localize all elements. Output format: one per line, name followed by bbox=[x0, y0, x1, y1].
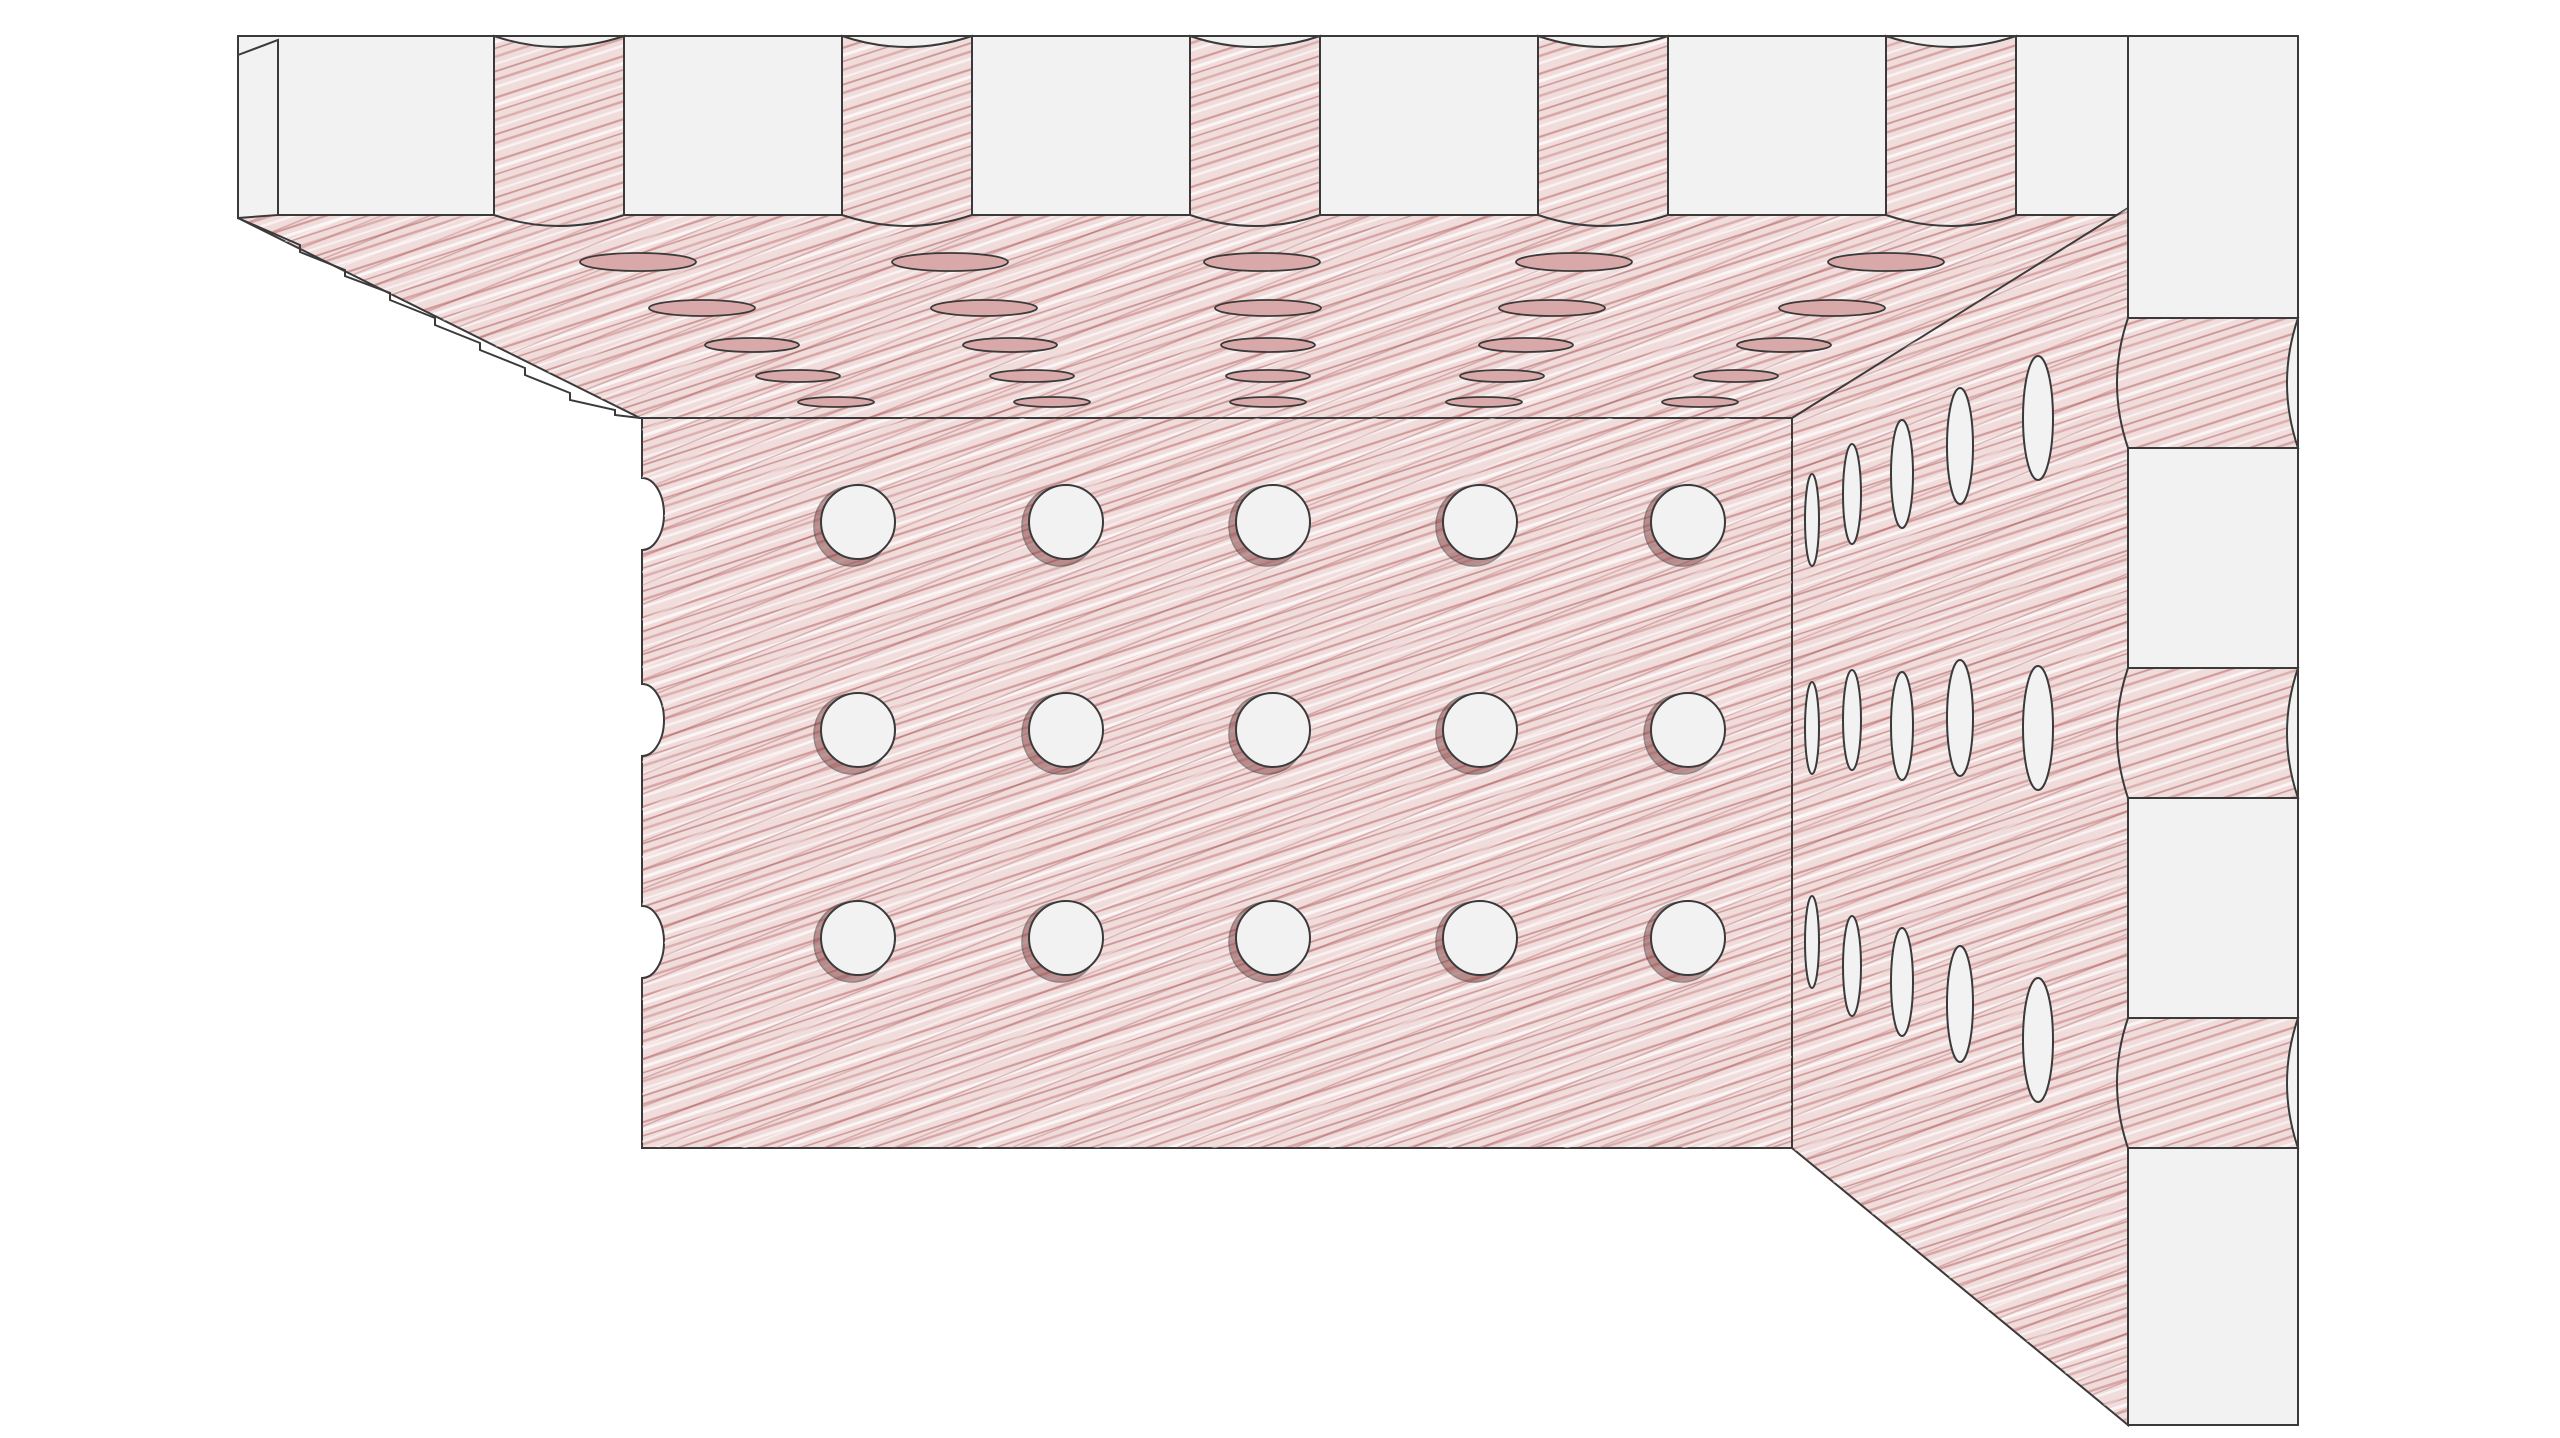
top-hole bbox=[1693, 369, 1779, 383]
top-hole bbox=[648, 299, 756, 317]
top-hole-grid bbox=[579, 252, 1945, 408]
side-hole bbox=[1842, 443, 1862, 545]
front-hole bbox=[1650, 900, 1726, 976]
front-hole bbox=[820, 484, 896, 560]
front-hole bbox=[1028, 900, 1104, 976]
right-edge-notch bbox=[2116, 667, 2300, 799]
top-hole bbox=[1220, 337, 1316, 353]
front-hole bbox=[820, 900, 896, 976]
top-hole bbox=[891, 252, 1009, 272]
side-hole-grid bbox=[1804, 355, 2054, 1103]
front-hole-grid bbox=[813, 484, 1726, 983]
top-hole bbox=[755, 369, 841, 383]
top-edge-notch bbox=[841, 34, 973, 227]
side-hole bbox=[1842, 915, 1862, 1017]
front-hole bbox=[1028, 484, 1104, 560]
side-hole bbox=[2022, 665, 2054, 791]
top-hole bbox=[930, 299, 1038, 317]
top-hole bbox=[1225, 369, 1311, 383]
top-hole bbox=[1013, 396, 1091, 408]
top-hole bbox=[1778, 299, 1886, 317]
side-hole bbox=[1804, 681, 1820, 775]
side-hole bbox=[1946, 659, 1974, 777]
top-edge-corner bbox=[237, 38, 279, 220]
front-hole bbox=[1442, 692, 1518, 768]
side-hole bbox=[1890, 927, 1914, 1037]
top-hole bbox=[797, 396, 875, 408]
front-hole bbox=[1235, 900, 1311, 976]
side-hole bbox=[1946, 387, 1974, 505]
side-hole bbox=[2022, 977, 2054, 1103]
right-edge-notch bbox=[2116, 317, 2300, 449]
front-hole bbox=[1235, 484, 1311, 560]
side-hole bbox=[1842, 669, 1862, 771]
side-hole bbox=[1890, 671, 1914, 781]
top-hole bbox=[1459, 369, 1545, 383]
top-hole bbox=[989, 369, 1075, 383]
side-hole bbox=[1804, 473, 1820, 567]
front-hole bbox=[1442, 900, 1518, 976]
top-hole bbox=[579, 252, 697, 272]
side-hole bbox=[2022, 355, 2054, 481]
side-hole bbox=[1804, 895, 1820, 989]
top-edge-notch bbox=[1537, 34, 1669, 227]
side-plate-edge bbox=[2116, 35, 2300, 1426]
side-hole bbox=[1890, 419, 1914, 529]
top-hole bbox=[1214, 299, 1322, 317]
top-hole bbox=[1827, 252, 1945, 272]
top-hole bbox=[1203, 252, 1321, 272]
top-hole bbox=[962, 337, 1058, 353]
top-plate-stepped-edge bbox=[237, 217, 641, 419]
front-hole bbox=[1028, 692, 1104, 768]
top-hole bbox=[1498, 299, 1606, 317]
top-hole bbox=[1515, 252, 1633, 272]
top-hole bbox=[1661, 396, 1739, 408]
front-hole bbox=[1235, 692, 1311, 768]
side-hole bbox=[1946, 945, 1974, 1063]
front-hole bbox=[1442, 484, 1518, 560]
top-hole bbox=[1229, 396, 1307, 408]
front-hole bbox=[1650, 692, 1726, 768]
front-hole bbox=[1650, 484, 1726, 560]
side-plate bbox=[1791, 206, 2129, 1428]
top-edge-notch bbox=[1885, 34, 2017, 227]
top-edge-notch bbox=[1189, 34, 1321, 227]
front-plate bbox=[641, 417, 1793, 1149]
top-hole bbox=[1478, 337, 1574, 353]
front-hole bbox=[820, 692, 896, 768]
right-edge-notch bbox=[2116, 1017, 2300, 1149]
top-hole bbox=[1736, 337, 1832, 353]
top-hole bbox=[704, 337, 800, 353]
top-hole bbox=[1445, 396, 1523, 408]
top-plate-edge bbox=[237, 34, 2129, 227]
top-edge-notch bbox=[493, 34, 625, 227]
